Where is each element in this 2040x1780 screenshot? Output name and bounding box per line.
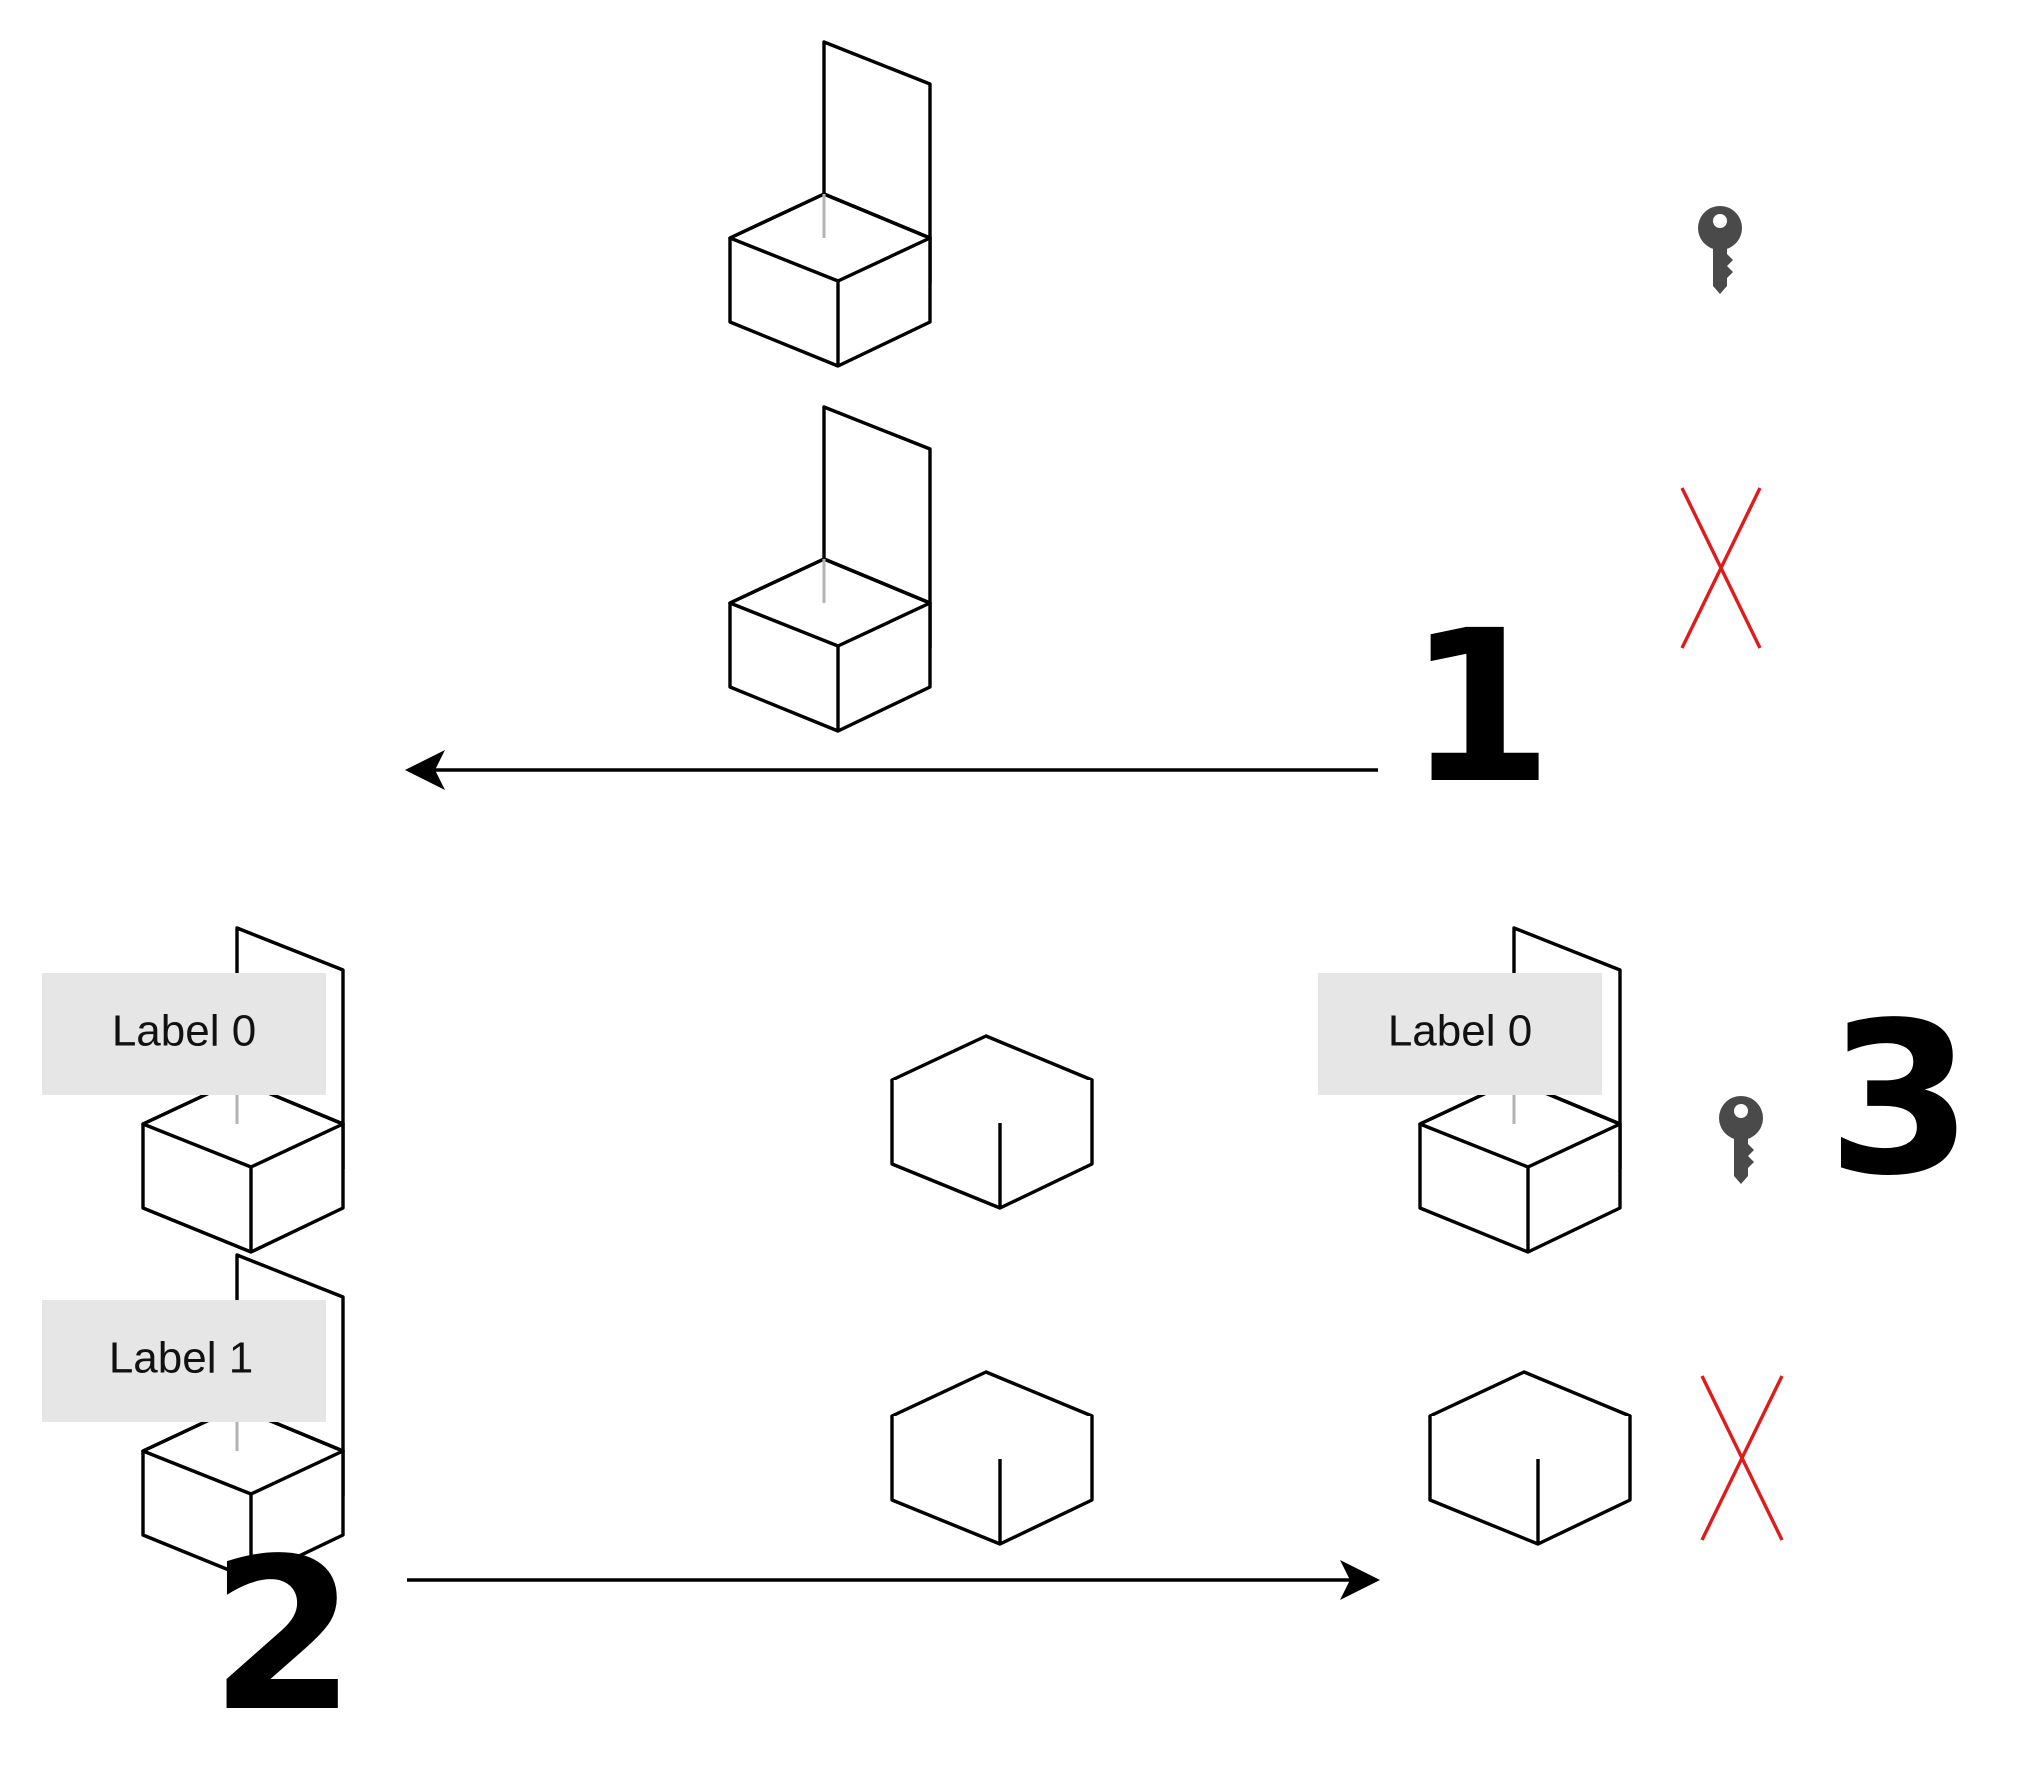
label-text: Label 0	[112, 1007, 256, 1056]
arrow-icon	[405, 750, 1378, 790]
closed-box-icon	[1428, 1370, 1632, 1546]
open-box-icon	[728, 405, 932, 733]
key-icon	[1719, 1096, 1763, 1184]
closed-box-icon	[890, 1370, 1094, 1546]
label-box: Label 1	[42, 1300, 326, 1422]
label-box: Label 0	[42, 973, 326, 1095]
arrow-icon	[407, 1560, 1380, 1600]
label-text: Label 0	[1388, 1007, 1532, 1056]
step-number-3: 3	[1827, 977, 1973, 1222]
key-icon	[1698, 206, 1742, 294]
closed-box-icon	[890, 1034, 1094, 1210]
step-number-1: 1	[1407, 585, 1553, 830]
open-box-icon	[728, 40, 932, 368]
label-box: Label 0	[1318, 973, 1602, 1095]
label-text: Label 1	[109, 1334, 253, 1383]
cross-icon	[1680, 487, 1762, 649]
cross-icon	[1700, 1375, 1784, 1541]
step-number-2: 2	[210, 1513, 356, 1758]
